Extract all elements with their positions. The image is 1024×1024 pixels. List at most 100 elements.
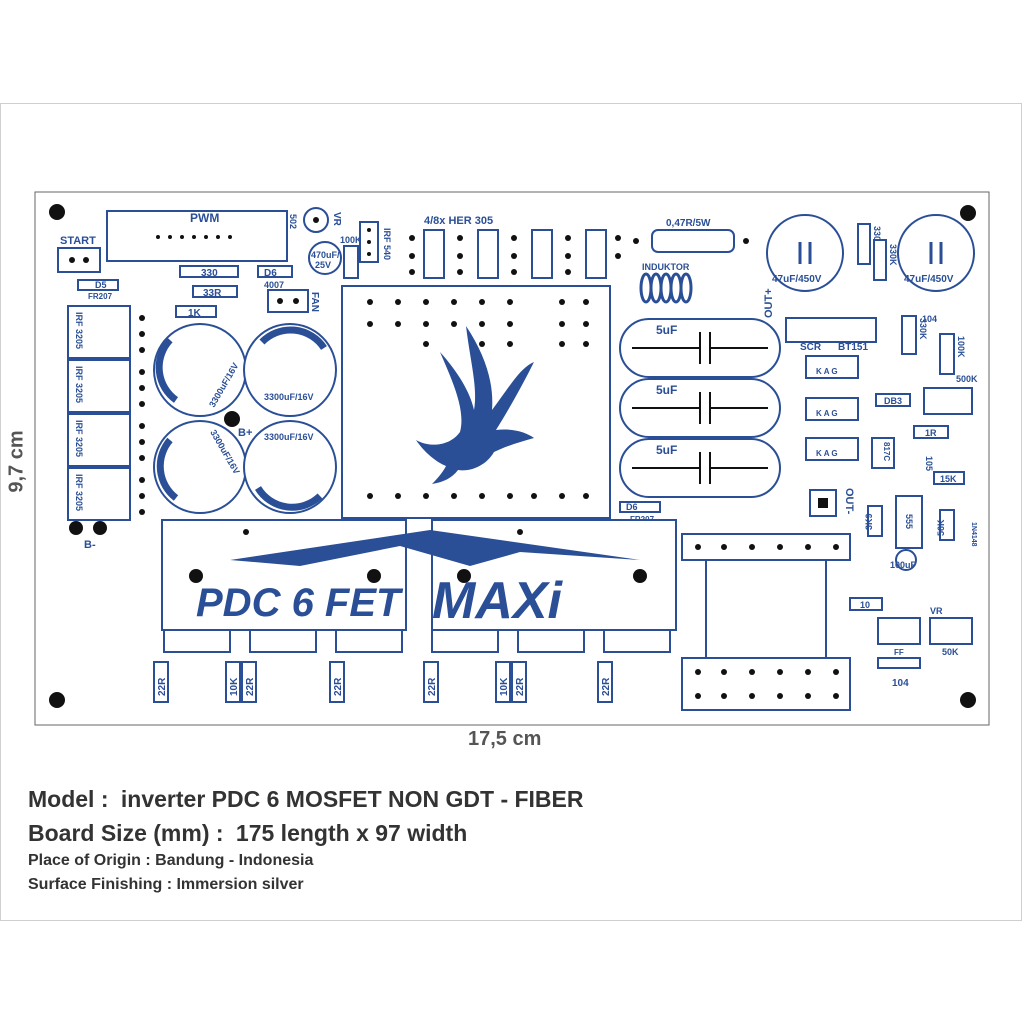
r502-label: 502 <box>288 214 298 229</box>
cap-47uf-a <box>766 214 844 292</box>
scr-label: SCR <box>800 342 822 353</box>
cap47b-label: 47uF/450V <box>904 274 954 285</box>
spec-model-key: Model : <box>28 786 109 812</box>
r330k-b <box>873 239 887 281</box>
r1k <box>175 305 217 318</box>
db3-label: DB3 <box>884 396 902 406</box>
logo-left: PDC 6 FET <box>196 581 404 625</box>
gate-mosfets <box>163 629 671 653</box>
gate-res-label-8: 22R <box>601 677 612 696</box>
cap3300-label-4: 3300uF/16V <box>264 432 314 442</box>
fan-connector <box>267 289 309 313</box>
d6b-label: D6 <box>626 502 638 512</box>
r10-label: 10 <box>860 600 870 610</box>
r330 <box>179 265 239 278</box>
spec-origin: Place of Origin : Bandung - Indonesia <box>28 852 314 869</box>
gate-res-label-4: 22R <box>333 677 344 696</box>
irf3205-label-3: IRF 3205 <box>74 420 84 457</box>
r100k-b-label: 100K <box>956 336 966 358</box>
out-minus-label: OUT- <box>843 488 855 515</box>
logo-right: MAXi <box>432 572 564 630</box>
pwm-module <box>106 210 288 262</box>
spec-size-key: Board Size (mm) : <box>28 820 224 846</box>
output-block-core <box>705 559 827 659</box>
inductor-label: INDUKTOR <box>642 262 690 272</box>
r56k <box>939 509 955 541</box>
kag-label-2: K A G <box>816 409 838 418</box>
output-block-top <box>681 533 851 561</box>
r100k-label: 100K <box>340 235 362 245</box>
gate-res-label-2: 10K <box>229 677 240 696</box>
kag-label-1: K A G <box>816 367 838 376</box>
her-label: 4/8x HER 305 <box>424 215 493 227</box>
bt151-label: BT151 <box>838 342 868 353</box>
spec-size-value: 175 length x 97 width <box>235 820 468 846</box>
r330k-c-label: 330K <box>918 318 928 340</box>
heatsink-left <box>161 519 407 631</box>
cap3300-label-2: 3300uF/16V <box>264 392 314 402</box>
r1r-label: 1R <box>925 428 937 438</box>
irf3205-label-2: IRF 3205 <box>74 366 84 403</box>
irf540-label: IRF 540 <box>382 228 392 260</box>
vr-label: VR <box>331 212 342 227</box>
fan-label: FAN <box>309 292 320 312</box>
c104b-label: 104 <box>892 678 909 689</box>
cap-47uf-b <box>897 214 975 292</box>
cap-100uf <box>895 549 917 571</box>
ic555-label: 555 <box>904 514 914 529</box>
image-frame <box>0 103 1022 921</box>
r15k-label: 15K <box>940 474 957 484</box>
vr-50k <box>929 617 973 645</box>
gate-res-label-5: 22R <box>427 677 438 696</box>
cap-470-label: 470uF/ <box>311 250 340 260</box>
spec-model-value: inverter PDC 6 MOSFET NON GDT - FIBER <box>120 786 584 812</box>
gate-resistors <box>153 661 613 703</box>
pc817-label: 817C <box>882 442 891 461</box>
vr-500k <box>923 387 973 415</box>
r100k-resistor <box>343 245 359 279</box>
r1k-label: 1K <box>188 308 202 319</box>
ff-connector <box>877 617 921 645</box>
c104-label: 104 <box>922 314 937 324</box>
cap-470uf <box>308 241 342 275</box>
r330k-a-label: 330K <box>872 226 882 248</box>
inductor <box>639 272 693 304</box>
bplus-label: B+ <box>238 427 252 439</box>
bird-logo <box>416 326 534 484</box>
her305-diodes <box>409 229 621 279</box>
start-connector <box>57 247 101 273</box>
cap-470v-label: 25V <box>315 260 331 270</box>
output-block-pins <box>695 544 839 699</box>
gate-res-label-1: 22R <box>157 677 168 696</box>
height-dimension: 9,7 cm <box>5 430 28 493</box>
scr-heatsink <box>785 317 877 343</box>
r330-label: 330 <box>201 268 218 279</box>
d1n-label: 1N4148 <box>970 522 977 547</box>
c105-label: 105 <box>924 456 934 471</box>
output-block-bottom <box>681 657 851 711</box>
r1r <box>913 425 949 439</box>
cap47a-label: 47uF/450V <box>772 274 822 285</box>
transformer-pins <box>367 299 589 499</box>
spec-model: Model : inverter PDC 6 MOSFET NON GDT - … <box>28 786 584 813</box>
gate-res-label-3: 22R <box>245 677 256 696</box>
irf3205-column <box>67 305 145 521</box>
pwm-label: PWM <box>190 211 219 225</box>
r3k9 <box>867 505 883 537</box>
r330k-a <box>857 223 871 265</box>
c100u-label: 100uF <box>890 560 917 570</box>
c5uf-label-3: 5uF <box>656 443 677 457</box>
spec-finish: Surface Finishing : Immersion silver <box>28 876 304 893</box>
r047-resistor <box>651 229 735 253</box>
c5uf-label-2: 5uF <box>656 383 677 397</box>
r500k-label: 500K <box>956 374 978 384</box>
r33r <box>192 285 238 298</box>
diac-db3 <box>875 393 911 407</box>
r330k-b-label: 330K <box>888 244 898 266</box>
diode-d6b <box>619 501 661 513</box>
r33r-label: 33R <box>203 288 222 299</box>
film-caps-5uf <box>619 318 781 498</box>
ic-555 <box>895 495 923 549</box>
r047-label: 0,47R/5W <box>666 218 711 229</box>
irf3205-label-4: IRF 3205 <box>74 474 84 511</box>
